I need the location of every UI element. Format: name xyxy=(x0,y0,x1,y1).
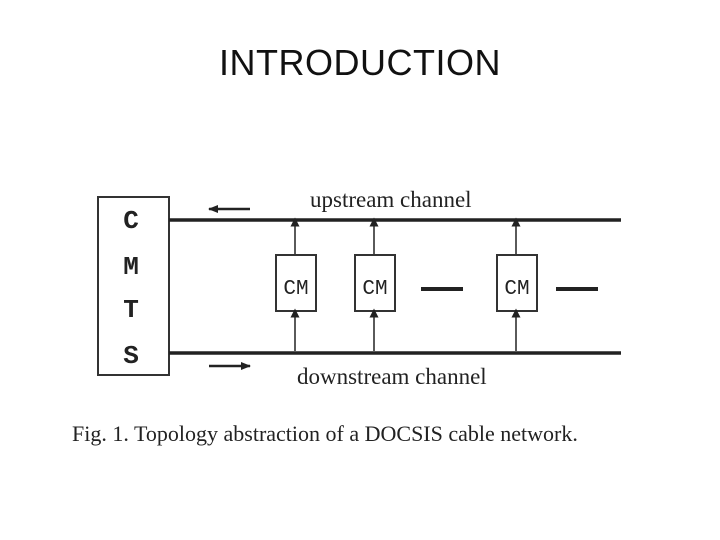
cmts-letter: M xyxy=(123,252,139,282)
upstream-channel-label: upstream channel xyxy=(310,187,472,212)
cmts-letter: C xyxy=(123,206,139,236)
figure-caption-text: Topology abstraction of a DOCSIS cable n… xyxy=(134,421,578,446)
cmts-letter: T xyxy=(123,295,139,325)
cable-modem-node: CM xyxy=(496,217,538,351)
figure-caption-prefix: Fig. 1. xyxy=(72,421,129,446)
cable-modem-label: CM xyxy=(283,278,308,301)
cable-modem-node: CM xyxy=(275,217,317,351)
cable-modem-node: CM xyxy=(354,217,396,351)
cmts-letter: S xyxy=(123,341,139,371)
cmts-box xyxy=(97,196,170,376)
cable-modem-label: CM xyxy=(362,278,387,301)
slide-title: INTRODUCTION xyxy=(219,42,501,83)
cable-modem-label: CM xyxy=(504,278,529,301)
downstream-channel-label: downstream channel xyxy=(297,364,487,389)
